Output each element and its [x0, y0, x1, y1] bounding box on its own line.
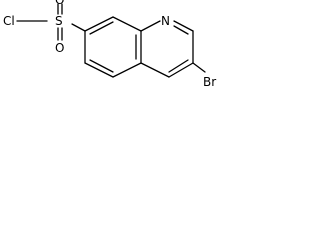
bond-c7-c8-inner — [89, 21, 114, 35]
atom-label-s: S — [55, 14, 63, 28]
bond-c3-c4-inner — [168, 59, 189, 73]
atom-label-cl: Cl — [3, 14, 15, 28]
bond-n-c2 — [173, 20, 194, 32]
atom-label-n: N — [161, 14, 170, 28]
bond-c8a-n — [140, 20, 161, 32]
molecule-drawing: Cl S O O N Br — [3, 0, 216, 89]
bonds — [16, 3, 206, 78]
atom-label-br: Br — [203, 75, 216, 89]
bond-c5-c6 — [84, 62, 114, 78]
bond-c4-c4a — [140, 62, 170, 78]
structure-diagram: Cl S O O N Br — [0, 0, 268, 132]
atom-label-o-top: O — [55, 0, 64, 7]
bond-s-c7 — [71, 23, 86, 32]
bond-c7-c8 — [84, 16, 114, 32]
bond-c3-br — [192, 62, 206, 73]
bond-n-c2-inner — [173, 25, 189, 35]
bond-c8-c8a — [112, 16, 142, 32]
bond-c5-c6-inner — [89, 59, 114, 73]
atom-labels: Cl S O O N Br — [3, 0, 216, 89]
bond-c3-c4 — [168, 62, 194, 78]
bond-c4a-c5 — [112, 62, 142, 78]
atom-label-o-bottom: O — [55, 41, 64, 55]
